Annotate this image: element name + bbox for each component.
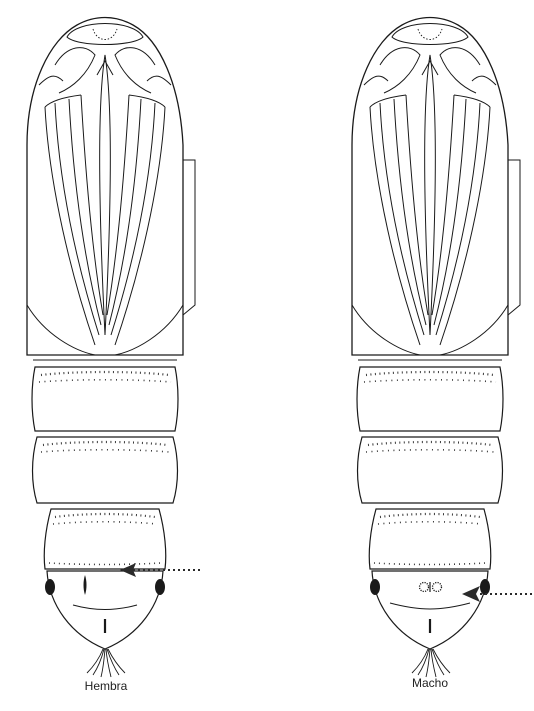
female-pupa-drawing bbox=[27, 18, 195, 678]
female-caption: Hembra bbox=[46, 679, 166, 693]
female-pointer-arrow bbox=[120, 563, 200, 577]
male-pointer-arrow bbox=[462, 586, 532, 602]
female-genital-mark bbox=[84, 575, 87, 595]
male-genital-pores bbox=[420, 582, 442, 592]
male-caption: Macho bbox=[370, 676, 490, 690]
male-pupa-drawing bbox=[352, 18, 520, 678]
